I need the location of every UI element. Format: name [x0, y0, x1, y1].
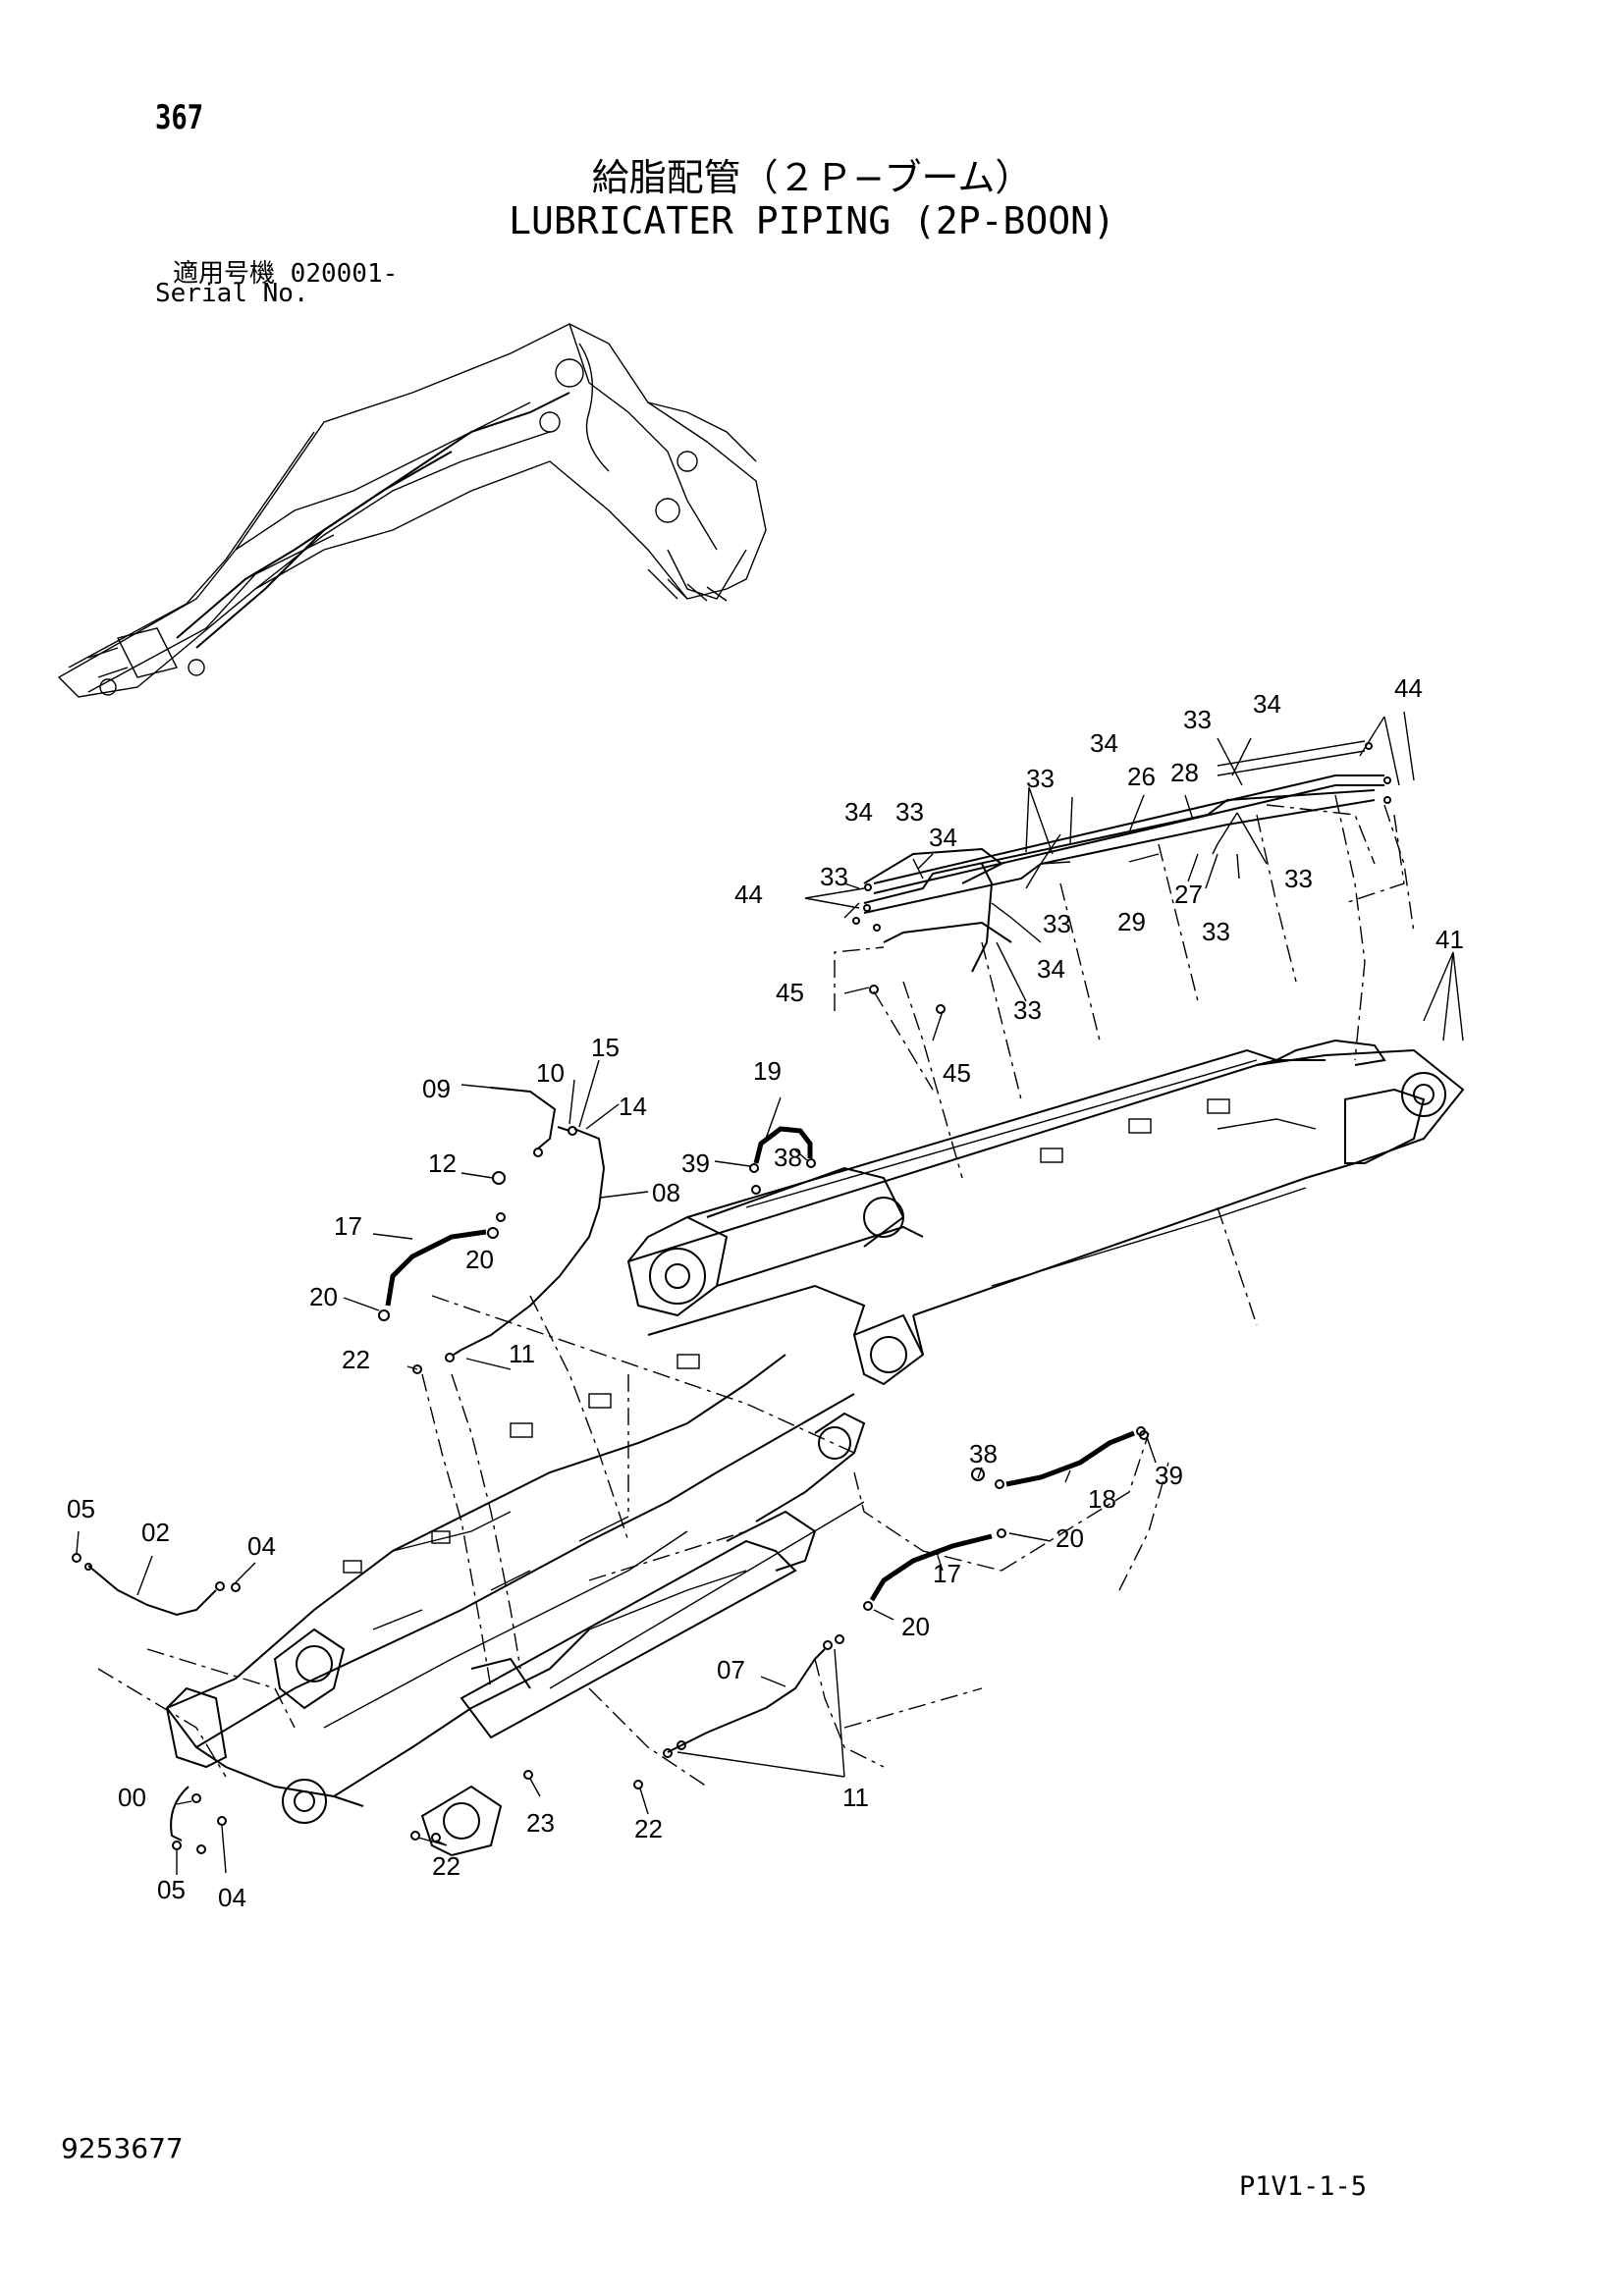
callout-39: 39: [681, 1148, 710, 1178]
callout-11: 11: [842, 1783, 869, 1812]
callout-20: 20: [309, 1282, 338, 1311]
callout-12: 12: [428, 1148, 457, 1178]
callout-07: 07: [717, 1655, 745, 1684]
callout-05: 05: [67, 1494, 95, 1523]
callout-39: 39: [1155, 1461, 1183, 1490]
callout-04: 04: [218, 1883, 246, 1912]
callout-20: 20: [1056, 1523, 1084, 1553]
callout-15: 15: [591, 1033, 620, 1062]
callout-04: 04: [247, 1531, 276, 1561]
callout-18: 18: [1088, 1484, 1116, 1514]
callout-34: 34: [1090, 728, 1118, 758]
callout-19: 19: [753, 1056, 782, 1086]
callout-28: 28: [1170, 758, 1199, 787]
callout-22: 22: [634, 1814, 663, 1843]
callout-33: 33: [1284, 864, 1313, 893]
document-number: 9253677: [61, 2132, 184, 2164]
left-middle-parts: [378, 1087, 816, 1374]
callout-02: 02: [141, 1518, 170, 1547]
callout-22: 22: [432, 1851, 460, 1881]
serial-applicability: 適用号機 020001-: [173, 253, 398, 290]
callout-33: 33: [1202, 917, 1230, 946]
callout-00: 00: [118, 1783, 146, 1812]
callout-38: 38: [774, 1143, 802, 1172]
leader-lines: [76, 711, 1464, 1875]
callout-17: 17: [334, 1211, 362, 1241]
callout-44: 44: [1394, 673, 1423, 703]
callout-34: 34: [929, 823, 957, 852]
callout-38: 38: [969, 1439, 998, 1468]
callout-14: 14: [619, 1092, 647, 1121]
callout-22: 22: [342, 1345, 370, 1374]
sheet-code: P1V1-1-5: [1239, 2171, 1368, 2202]
page-title-english: LUBRICATER PIPING (2P-BOON): [509, 199, 1115, 242]
page-number: 367: [155, 98, 204, 137]
callout-20: 20: [465, 1245, 494, 1274]
serial-value: 020001-: [290, 259, 399, 289]
callout-33: 33: [1183, 705, 1212, 734]
callout-44: 44: [734, 880, 763, 909]
callout-labels: 44 33 34 34 33 26 28 34 33 34 33 44 33 3…: [67, 673, 1464, 1912]
callout-09: 09: [422, 1074, 451, 1103]
lower-left-parts: [72, 1553, 643, 1854]
callout-23: 23: [526, 1808, 555, 1838]
callout-33: 33: [820, 862, 848, 891]
callout-29: 29: [1117, 907, 1146, 936]
callout-05: 05: [157, 1875, 186, 1904]
callout-33: 33: [895, 797, 924, 827]
callout-45: 45: [943, 1058, 971, 1088]
boom-structure: [97, 794, 1465, 1857]
callout-34: 34: [1037, 954, 1065, 984]
callout-26: 26: [1127, 762, 1156, 791]
callout-27: 27: [1174, 880, 1203, 909]
serial-label-japanese: 適用号機: [173, 259, 276, 289]
upper-grease-lines: [834, 740, 1405, 1091]
callout-33: 33: [1013, 995, 1042, 1025]
callout-34: 34: [844, 797, 873, 827]
callout-10: 10: [536, 1058, 565, 1088]
callout-33: 33: [1026, 764, 1055, 793]
callout-20: 20: [901, 1612, 930, 1641]
callout-33: 33: [1043, 909, 1071, 938]
right-middle-hoses: [663, 1426, 1149, 1758]
serial-label-english: Serial No.: [155, 279, 309, 308]
callout-11: 11: [509, 1339, 535, 1368]
callout-17: 17: [933, 1559, 961, 1588]
callout-34: 34: [1253, 689, 1281, 719]
callout-41: 41: [1435, 925, 1464, 954]
page-title-japanese: 給脂配管（２Ｐ−ブーム）: [591, 156, 1033, 199]
callout-45: 45: [776, 978, 804, 1007]
overview-thumbnail: [57, 323, 767, 698]
callout-08: 08: [652, 1178, 680, 1207]
